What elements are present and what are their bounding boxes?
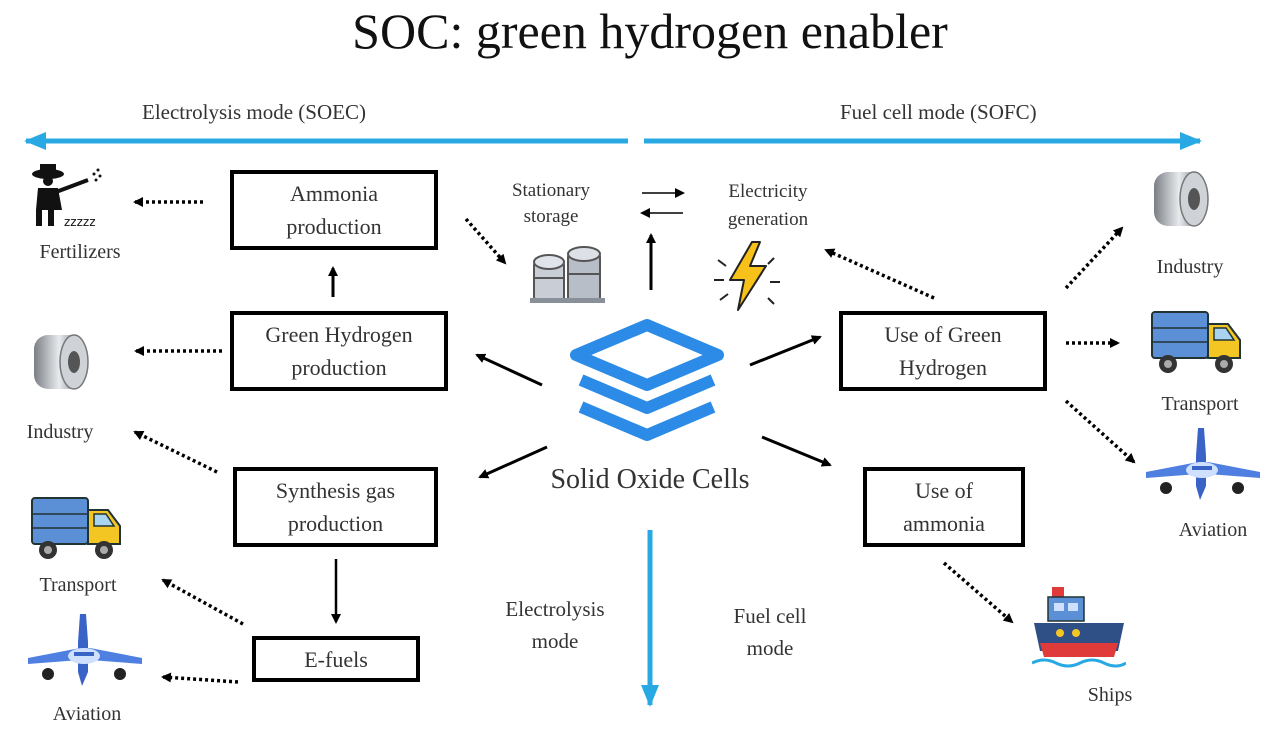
synthesis-gas-production-box: Synthesis gas production [233, 467, 438, 547]
airplane-icon [1146, 428, 1260, 500]
steel-coil-icon [34, 334, 89, 390]
arrow-to-syngas [478, 445, 548, 479]
fuel-cell-mode-label: Fuel cell mode (SOFC) [840, 100, 1037, 124]
solid-oxide-cells-label: Solid Oxide Cells [550, 464, 750, 495]
electrolysis-mode-label: Electrolysis mode (SOEC) [142, 100, 366, 124]
right-transport-label: Transport [1161, 393, 1239, 415]
soc-stack-icon [570, 319, 724, 441]
green-hydrogen-production-box: Green Hydrogen production [230, 311, 448, 391]
electrolysis-mode-bottom-label: Electrolysis mode [505, 597, 605, 653]
arrow-to-use-ammonia [761, 435, 832, 467]
use-of-green-hydrogen-box: Use of Green Hydrogen [839, 311, 1047, 391]
synthesis-gas-production-label: Synthesis gas production [275, 478, 396, 536]
use-of-green-hydrogen-label: Use of Green Hydrogen [884, 322, 1002, 380]
use-of-ammonia-box: Use of ammonia [863, 467, 1025, 547]
lightning-icon [714, 241, 780, 311]
dotted-use-h2-to-electricity [824, 248, 935, 300]
svg-text:zzzzz: zzzzz [64, 215, 96, 229]
left-industry-label: Industry [26, 421, 94, 443]
dotted-use-h2-to-industry [1064, 226, 1124, 290]
right-industry-label: Industry [1156, 256, 1224, 278]
fuel-cell-mode-bottom-label: Fuel cell mode [733, 604, 807, 660]
dotted-ammonia-to-storage [464, 217, 507, 265]
truck-icon [31, 497, 121, 559]
steel-coil-icon [1154, 171, 1209, 227]
left-aviation-label: Aviation [52, 703, 122, 725]
arrow-to-use-h2 [749, 335, 822, 367]
ammonia-production-label: Ammonia production [286, 181, 382, 239]
dotted-efuels-to-aviation [161, 672, 239, 684]
right-aviation-label: Aviation [1178, 519, 1248, 541]
truck-icon [1151, 311, 1241, 373]
dotted-use-h2-to-aviation [1064, 399, 1136, 464]
left-transport-label: Transport [39, 574, 117, 596]
ammonia-production-box: Ammonia production [230, 170, 438, 250]
ships-label: Ships [1087, 684, 1133, 706]
page-title: SOC: green hydrogen enabler [352, 3, 948, 59]
dotted-use-ammonia-to-ships [942, 561, 1014, 624]
ship-icon [1032, 587, 1126, 668]
fertilizers-label: Fertilizers [39, 241, 121, 263]
dotted-syngas-to-industry [133, 430, 218, 474]
arrow-to-green-h2 [475, 353, 543, 387]
storage-tanks-icon [530, 246, 605, 303]
stationary-storage-label: Stationary storage [511, 180, 591, 227]
green-hydrogen-production-label: Green Hydrogen production [265, 322, 413, 380]
e-fuels-label: E-fuels [304, 646, 368, 672]
airplane-icon [28, 614, 142, 686]
dotted-efuels-to-transport [161, 578, 244, 626]
use-of-ammonia-label: Use of ammonia [903, 478, 985, 536]
farmer-icon: zzzzz [32, 164, 102, 229]
e-fuels-box: E-fuels [252, 636, 420, 682]
electricity-generation-label: Electricity generation [727, 181, 809, 230]
